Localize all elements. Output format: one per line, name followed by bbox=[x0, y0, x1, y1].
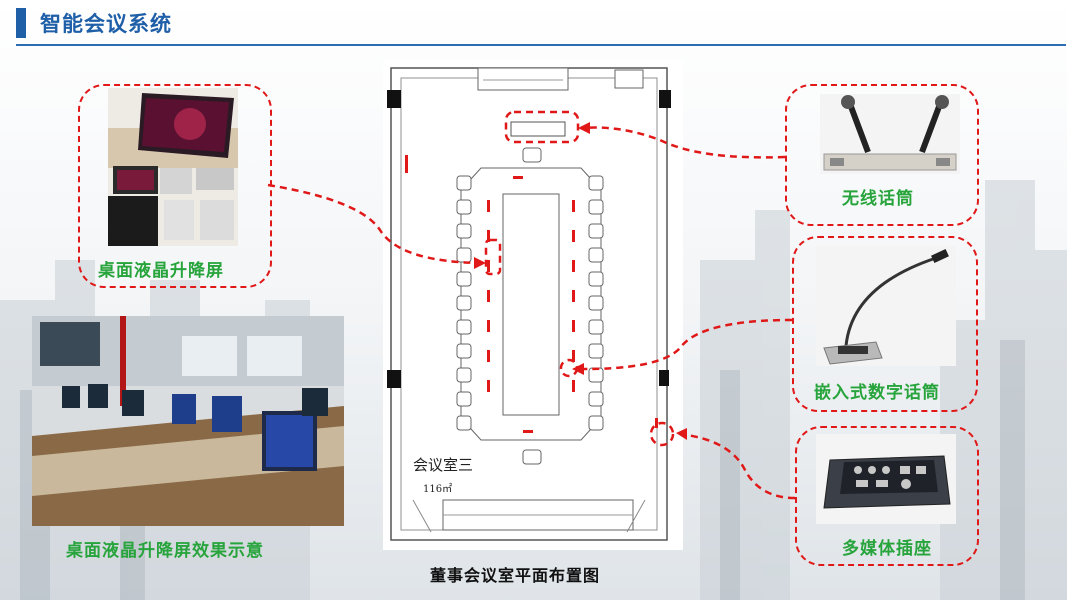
slide-header: 智能会议系统 bbox=[0, 0, 1067, 46]
media-socket-label: 多媒体插座 bbox=[842, 539, 932, 559]
media-socket-photo bbox=[816, 434, 956, 524]
embedded-mic-photo bbox=[816, 246, 956, 366]
embedded-mic-label: 嵌入式数字话筒 bbox=[814, 383, 940, 403]
column-ne bbox=[659, 90, 671, 108]
floor-plan-caption: 董事会议室平面布置图 bbox=[430, 566, 601, 585]
wireless-mic-box bbox=[785, 84, 979, 226]
column-nw bbox=[387, 90, 401, 108]
wireless-mic-photo bbox=[820, 94, 960, 174]
lcd-lift-label: 桌面液晶升降屏 bbox=[98, 261, 224, 281]
room-name: 会议室三 bbox=[413, 456, 473, 474]
page-title: 智能会议系统 bbox=[40, 12, 172, 36]
column-w bbox=[387, 370, 401, 388]
lcd-lift-effect-label: 桌面液晶升降屏效果示意 bbox=[66, 541, 264, 561]
lcd-lift-photo bbox=[108, 88, 238, 246]
embedded-mic-box bbox=[792, 236, 978, 412]
room-area: 116㎡ bbox=[423, 483, 452, 495]
header-rule bbox=[16, 44, 1066, 46]
media-socket-box bbox=[795, 426, 979, 566]
wireless-mic-label: 无线话筒 bbox=[842, 189, 914, 209]
lcd-lift-effect-photo bbox=[32, 316, 344, 526]
column-e bbox=[659, 370, 669, 386]
header-accent-bar bbox=[16, 8, 26, 38]
floor-plan: 会议室三 116㎡ bbox=[383, 60, 683, 550]
